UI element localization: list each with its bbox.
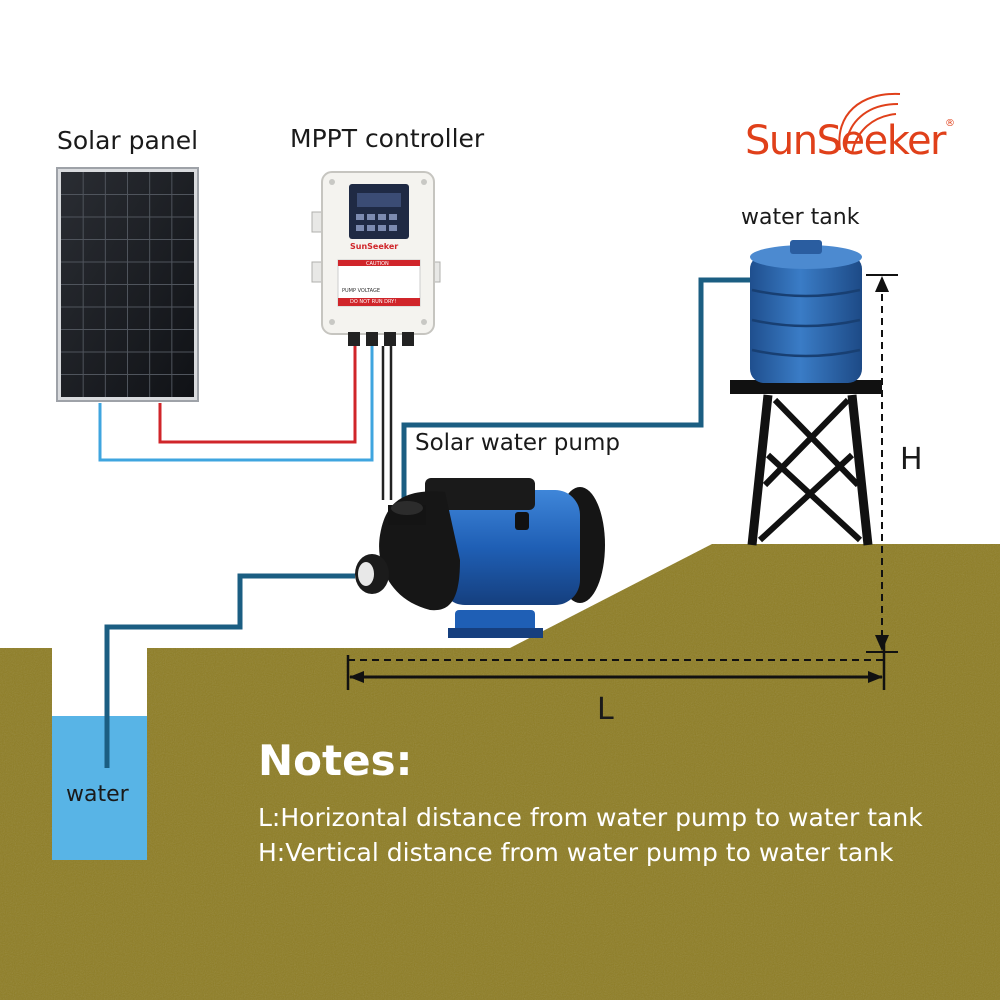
controller-brand: SunSeeker: [350, 242, 399, 251]
pump-label: Solar water pump: [415, 430, 620, 456]
water-pipes: [104, 277, 750, 768]
water-tank-tower: [730, 240, 882, 546]
controller-warning: DO NOT RUN DRY!: [350, 299, 397, 305]
controller-pump-voltage: PUMP VOLTAGE: [342, 288, 380, 294]
water-label: water: [66, 782, 129, 807]
water-well: [52, 648, 147, 860]
brand-logo: SunSeeker®: [745, 118, 955, 164]
notes-title: Notes:: [258, 736, 413, 785]
height-dimension: [866, 274, 898, 653]
length-dimension: [346, 640, 886, 690]
sunseeker-logo-swoosh: [838, 92, 901, 155]
controller-label: MPPT controller: [290, 124, 485, 153]
length-label: L: [597, 692, 614, 727]
controller-caution: CAUTION: [366, 261, 389, 267]
solar-panel: [56, 167, 199, 402]
ground: [0, 544, 1000, 1000]
panel-wires: [98, 346, 393, 500]
brand-name: SunSeeker: [745, 118, 947, 164]
height-label: H: [900, 442, 923, 477]
water-tank-label: water tank: [741, 205, 860, 230]
registered-mark: ®: [945, 118, 955, 129]
water-pump: [355, 478, 605, 638]
mppt-controller: [311, 171, 441, 346]
note-horizontal: L:Horizontal distance from water pump to…: [258, 803, 923, 832]
solar-panel-label: Solar panel: [57, 126, 199, 155]
note-vertical: H:Vertical distance from water pump to w…: [258, 838, 894, 867]
